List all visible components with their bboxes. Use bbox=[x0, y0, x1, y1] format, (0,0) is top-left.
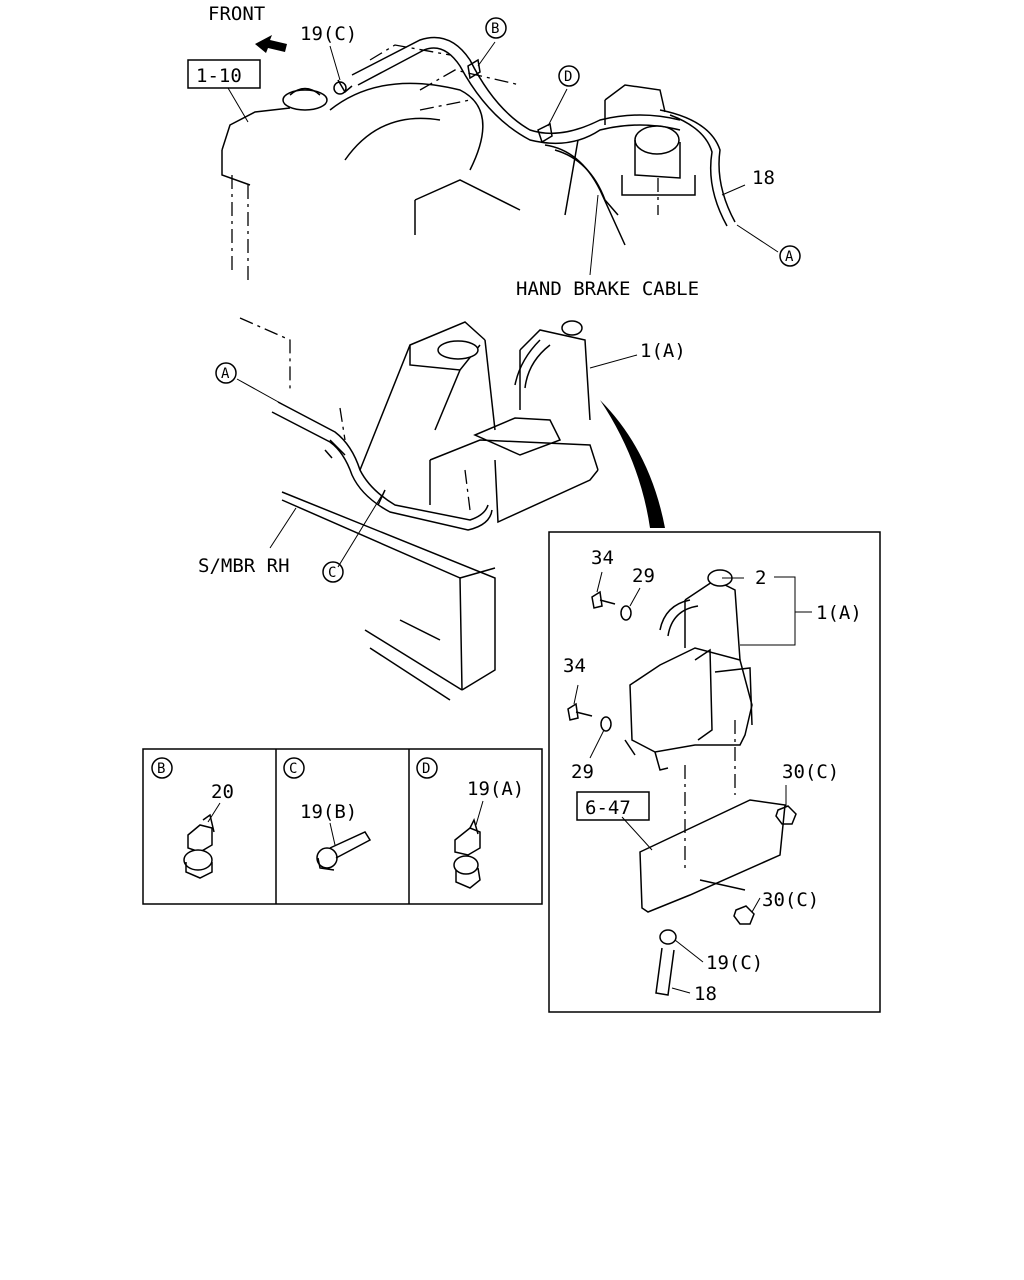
callout-c-detail: C bbox=[289, 761, 297, 777]
callout-a-mid: A bbox=[221, 366, 230, 382]
front-arrow-icon bbox=[255, 35, 287, 53]
part-18-top-label: 18 bbox=[752, 167, 775, 189]
part-30c-upper-label: 30(C) bbox=[782, 761, 839, 783]
part-34-lower-label: 34 bbox=[563, 655, 586, 677]
top-assembly-view: FRONT 1-10 bbox=[187, 3, 801, 300]
hand-brake-cable-label: HAND BRAKE CABLE bbox=[516, 278, 699, 300]
callout-d-top: D bbox=[564, 69, 572, 85]
part-20-label: 20 bbox=[211, 781, 234, 803]
part-34-upper-label: 34 bbox=[591, 547, 614, 569]
front-label: FRONT bbox=[208, 3, 265, 25]
part-19c-detail-label: 19(C) bbox=[706, 952, 763, 974]
detail-pointer-arrow bbox=[600, 400, 665, 528]
ref-1-10-label: 1-10 bbox=[196, 65, 242, 87]
clip-19b-icon bbox=[316, 831, 372, 871]
top-hose bbox=[351, 36, 681, 135]
part-19b-label: 19(B) bbox=[300, 801, 357, 823]
ref-box-1-10 bbox=[187, 59, 261, 89]
part-19c-top-label: 19(C) bbox=[300, 23, 357, 45]
clip-19a-icon bbox=[453, 817, 481, 889]
top-reservoir bbox=[564, 84, 736, 227]
ref-box-6-47 bbox=[576, 791, 650, 821]
callout-a-top: A bbox=[785, 249, 794, 265]
detail-box: 6-47 34 29 2 1(A) 34 29 30(C) 30(C) 19(C… bbox=[548, 531, 881, 1013]
smbr-rh-label: S/MBR RH bbox=[198, 555, 290, 577]
clip-detail-panels: B 20 C 19(B) D 19(A) bbox=[142, 748, 543, 905]
callout-d-detail: D bbox=[422, 761, 430, 777]
part-19a-label: 19(A) bbox=[467, 778, 524, 800]
part-1a-detail-label: 1(A) bbox=[816, 602, 862, 624]
part-2-label: 2 bbox=[755, 567, 766, 589]
clip-20-icon bbox=[183, 813, 215, 879]
radiator-outline bbox=[221, 44, 521, 280]
callout-b-detail: B bbox=[157, 761, 165, 777]
callout-c-mid: C bbox=[328, 565, 336, 581]
middle-assembly-view: A C S/MBR RH 1(A) bbox=[198, 317, 686, 701]
ref-6-47-label: 6-47 bbox=[585, 797, 631, 819]
part-29-lower-label: 29 bbox=[571, 761, 594, 783]
middle-reservoir bbox=[329, 320, 599, 524]
part-1a-mid-label: 1(A) bbox=[640, 340, 686, 362]
part-30c-lower-label: 30(C) bbox=[762, 889, 819, 911]
middle-hose bbox=[277, 401, 489, 521]
part-18-detail-label: 18 bbox=[694, 983, 717, 1005]
part-29-upper-label: 29 bbox=[632, 565, 655, 587]
side-member-rail bbox=[281, 491, 496, 701]
callout-b-top: B bbox=[491, 21, 499, 37]
